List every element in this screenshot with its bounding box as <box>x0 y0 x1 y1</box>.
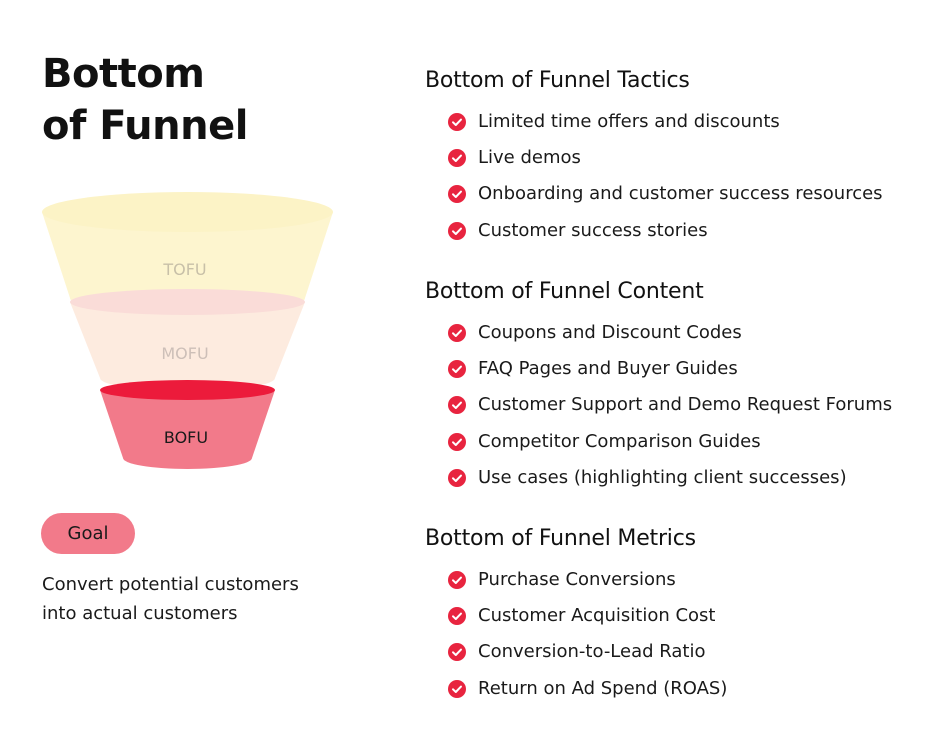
metrics-heading: Bottom of Funnel Metrics <box>425 526 696 551</box>
list-item: Customer Support and Demo Request Forums <box>425 387 935 423</box>
check-circle-icon <box>448 113 466 131</box>
funnel-label-bofu: BOFU <box>164 428 208 447</box>
list-item: Use cases (highlighting client successes… <box>425 460 935 496</box>
check-circle-icon <box>448 324 466 342</box>
check-circle-icon <box>448 679 466 698</box>
funnel-stage-tofu-body <box>42 212 333 298</box>
list-item-label: Return on Ad Spend (ROAS) <box>478 677 728 699</box>
list-item: Onboarding and customer success resource… <box>425 176 935 212</box>
check-circle-icon <box>448 360 466 379</box>
list-item-label: Competitor Comparison Guides <box>478 430 761 452</box>
tactics-heading: Bottom of Funnel Tactics <box>425 68 690 93</box>
list-item: Purchase Conversions <box>425 562 935 598</box>
funnel-diagram: TOFU MOFU BOFU <box>42 192 333 469</box>
metrics-section: Bottom of Funnel Metrics Purchase Conver… <box>425 524 935 707</box>
check-circle-icon <box>448 149 466 168</box>
funnel-stage-mofu-body <box>70 302 305 378</box>
check-circle-icon <box>448 468 466 487</box>
list-item-label: Onboarding and customer success resource… <box>478 183 883 205</box>
list-item: Return on Ad Spend (ROAS) <box>425 671 935 707</box>
funnel-stage-mofu-top <box>70 289 305 315</box>
list-item-label: Conversion-to-Lead Ratio <box>478 641 706 663</box>
check-circle-icon <box>448 643 466 662</box>
funnel-label-tofu: TOFU <box>162 260 206 279</box>
content-list: Coupons and Discount Codes FAQ Pages and… <box>425 315 935 496</box>
funnel-stage-tofu-top <box>42 192 333 232</box>
list-item-label: Purchase Conversions <box>478 569 676 590</box>
funnel-stage-tofu: TOFU <box>42 192 333 314</box>
funnel-stage-bofu-bottom <box>123 447 252 469</box>
list-item-label: Coupons and Discount Codes <box>478 322 742 343</box>
list-item: Conversion-to-Lead Ratio <box>425 634 935 670</box>
list-item: Coupons and Discount Codes <box>425 315 935 351</box>
title-line-2: of Funnel <box>42 103 248 149</box>
funnel-label-mofu: MOFU <box>161 344 208 363</box>
content-heading: Bottom of Funnel Content <box>425 279 704 304</box>
list-item: Customer Acquisition Cost <box>425 598 935 634</box>
tactics-section: Bottom of Funnel Tactics Limited time of… <box>425 66 935 249</box>
funnel-stage-bofu-body <box>100 390 275 458</box>
content-section: Bottom of Funnel Content Coupons and Dis… <box>425 277 935 496</box>
list-item: FAQ Pages and Buyer Guides <box>425 351 935 387</box>
list-item: Customer success stories <box>425 213 935 249</box>
goal-text-line-1: Convert potential customers <box>42 574 299 595</box>
title-line-1: Bottom <box>42 51 205 97</box>
list-item: Live demos <box>425 140 935 176</box>
list-item-label: Limited time offers and discounts <box>478 111 780 132</box>
list-item: Competitor Comparison Guides <box>425 424 935 460</box>
tactics-list: Limited time offers and discounts Live d… <box>425 104 935 249</box>
check-circle-icon <box>448 221 466 240</box>
check-circle-icon <box>448 396 466 415</box>
goal-description: Convert potential customers into actual … <box>42 570 362 628</box>
list-item-label: Customer Acquisition Cost <box>478 605 716 627</box>
list-item-label: Live demos <box>478 147 581 169</box>
check-circle-icon <box>448 432 466 451</box>
list-item: Limited time offers and discounts <box>425 104 935 140</box>
list-item-label: FAQ Pages and Buyer Guides <box>478 358 738 380</box>
page-title: Bottom of Funnel <box>42 48 362 152</box>
goal-text-line-2: into actual customers <box>42 603 238 624</box>
list-item-label: Use cases (highlighting client successes… <box>478 466 847 488</box>
metrics-list: Purchase Conversions Customer Acquisitio… <box>425 562 935 707</box>
check-circle-icon <box>448 607 466 626</box>
list-item-label: Customer Support and Demo Request Forums <box>478 394 893 416</box>
check-circle-icon <box>448 185 466 204</box>
funnel-stage-bofu-top <box>100 380 275 400</box>
funnel-stage-bofu: BOFU <box>100 380 275 469</box>
funnel-stage-mofu: MOFU <box>70 289 305 391</box>
check-circle-icon <box>448 571 466 589</box>
list-item-label: Customer success stories <box>478 219 708 241</box>
goal-badge: Goal <box>41 513 135 554</box>
